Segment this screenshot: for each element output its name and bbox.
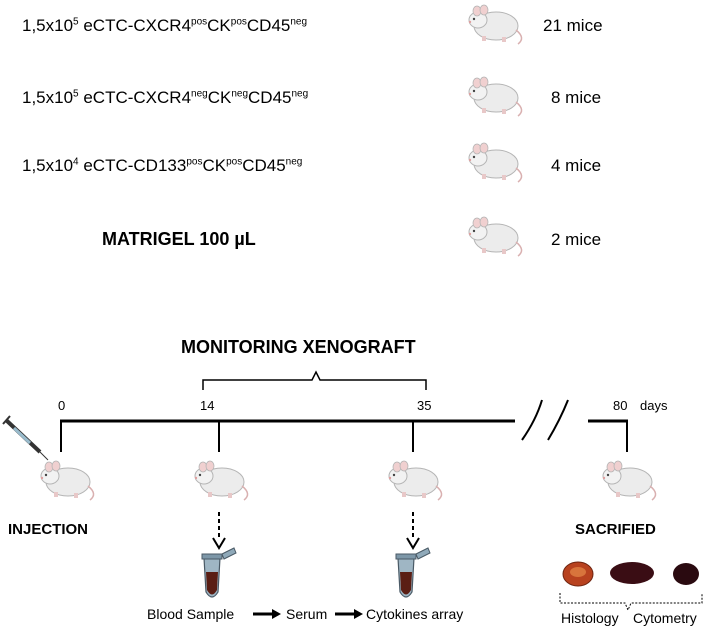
group-row-2: 1,5x105 eCTC-CXCR4negCKnegCD45neg: [22, 88, 308, 108]
cell-name: eCTC-CXCR4: [83, 16, 192, 35]
monitoring-bracket: [202, 370, 427, 390]
matrigel-label: MATRIGEL 100 µL: [102, 229, 256, 249]
mouse-image: [468, 142, 523, 183]
flow-blood-sample: Blood Sample: [147, 606, 235, 622]
mouse-image: [40, 460, 95, 501]
dose-exponent: 5: [73, 88, 79, 100]
marker-name: CK: [207, 88, 232, 107]
mouse-image: [602, 460, 657, 501]
mouse-image: [388, 460, 443, 501]
axis-break: [547, 399, 569, 441]
marker: pos: [186, 156, 203, 168]
marker: neg: [191, 88, 208, 100]
marker-name: CD45: [246, 16, 291, 35]
marker: neg: [290, 16, 308, 28]
mouse-image: [468, 76, 523, 117]
flow-serum: Serum: [286, 606, 328, 622]
tick-label-35: 35: [417, 398, 432, 413]
mice-count-1: 21 mice: [543, 16, 603, 35]
tick-label-14: 14: [200, 398, 215, 413]
dose: 1,5x10: [22, 88, 74, 107]
marker: pos: [230, 16, 247, 28]
mouse-image: [468, 4, 523, 45]
marker: neg: [231, 88, 249, 100]
arrow-head: [406, 537, 420, 550]
blood-tube-icon: [201, 547, 237, 598]
flow-arrow: [335, 609, 363, 619]
marker-name: CK: [207, 16, 231, 35]
syringe-icon: [2, 415, 49, 461]
dose: 1,5x10: [22, 16, 74, 35]
analysis-histology: Histology: [561, 610, 619, 626]
marker-name: CK: [202, 156, 227, 175]
mouse-image: [194, 460, 249, 501]
flow-cytokines-array: Cytokines array: [366, 606, 464, 622]
group-row-1: 1,5x105 eCTC-CXCR4posCKposCD45neg: [22, 16, 307, 36]
marker: neg: [291, 88, 309, 100]
dose: 1,5x10: [22, 156, 74, 175]
dose-exponent: 4: [73, 156, 79, 168]
analysis-cytometry: Cytometry: [633, 610, 697, 626]
marker: neg: [285, 156, 303, 168]
tissue-highlight: [570, 567, 586, 577]
axis-break: [521, 399, 543, 441]
mouse-image: [468, 216, 523, 257]
marker-name: CD45: [242, 156, 286, 175]
tick-label-80: 80: [613, 398, 628, 413]
mice-count-3: 4 mice: [551, 156, 602, 175]
sacrified-label: SACRIFIED: [575, 521, 656, 538]
marker-name: CD45: [248, 88, 292, 107]
mice-count-4: 2 mice: [551, 230, 602, 249]
tick-unit: days: [640, 398, 668, 413]
marker: pos: [226, 156, 243, 168]
tick-label-0: 0: [58, 398, 66, 413]
blood-tube-icon: [395, 547, 431, 598]
monitoring-title: MONITORING XENOGRAFT: [181, 337, 416, 357]
cell-name: eCTC-CD133: [83, 156, 187, 175]
analysis-bracket: [559, 593, 703, 612]
mice-count-2: 8 mice: [551, 88, 602, 107]
arrow-head: [212, 537, 226, 550]
tissue-sample-icon: [610, 562, 654, 584]
dose-exponent: 5: [73, 16, 79, 28]
marker: pos: [191, 16, 208, 28]
injection-label: INJECTION: [8, 521, 89, 538]
group-row-3: 1,5x104 eCTC-CD133posCKposCD45neg: [22, 156, 302, 176]
tissue-sample-icon: [673, 563, 699, 585]
flow-arrow: [253, 609, 281, 619]
cell-name: eCTC-CXCR4: [83, 88, 192, 107]
